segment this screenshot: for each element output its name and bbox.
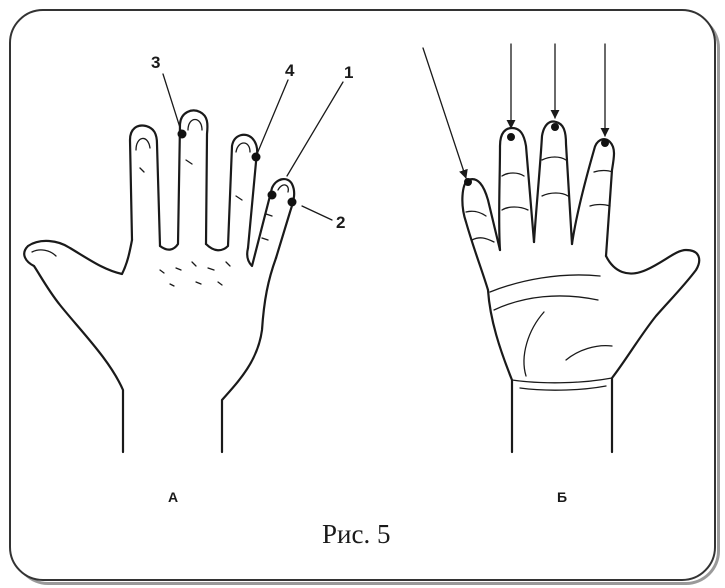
- leader-line-3: [163, 74, 182, 134]
- leader-line-2: [302, 206, 332, 220]
- point-2-dot: [288, 198, 297, 207]
- palm-point-little: [464, 178, 472, 186]
- figure-caption: Рис. 5: [322, 519, 390, 550]
- leader-line-1: [287, 82, 343, 176]
- leader-line-4: [257, 80, 288, 154]
- palm-point-ring: [507, 133, 515, 141]
- point-1-dot: [268, 191, 277, 200]
- panel-a-label: А: [168, 489, 178, 505]
- arrow-little-finger: [423, 48, 466, 178]
- panel-b-label: Б: [557, 489, 567, 505]
- point-3-label: 3: [151, 53, 160, 72]
- hand-a-back: [24, 111, 294, 453]
- palm-point-middle: [551, 123, 559, 131]
- point-4-dot: [252, 153, 261, 162]
- point-4-label: 4: [285, 61, 295, 80]
- palm-point-index: [601, 139, 609, 147]
- point-1-label: 1: [344, 63, 353, 82]
- hand-b-palm: [462, 122, 699, 452]
- point-2-label: 2: [336, 213, 345, 232]
- point-3-dot: [178, 130, 187, 139]
